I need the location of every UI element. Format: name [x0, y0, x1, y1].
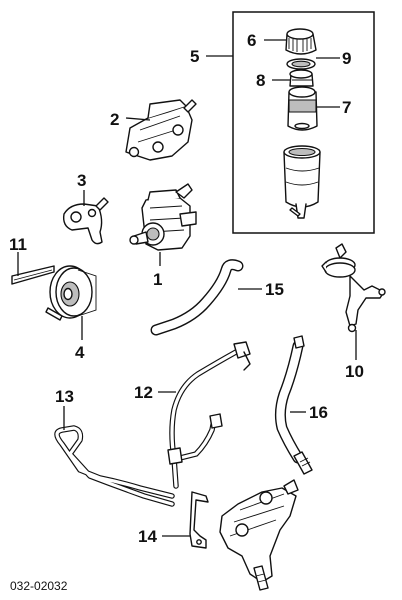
- return-hose: [274, 335, 313, 475]
- callout-9: 9: [342, 49, 351, 68]
- pump-bracket: [125, 99, 197, 161]
- callout-1: 1: [153, 270, 162, 289]
- pump-mount-plate: [62, 197, 109, 245]
- pump-pulley: [45, 265, 97, 321]
- drive-belt: [11, 265, 55, 285]
- steering-gear: [219, 479, 299, 591]
- callout-13: 13: [55, 387, 74, 406]
- pipe-clamp: [189, 491, 209, 549]
- reservoir-oring: [286, 58, 316, 70]
- reservoir-strainer: [289, 69, 314, 87]
- reservoir-cap: [285, 28, 317, 55]
- callout-10: 10: [345, 362, 364, 381]
- callout-8: 8: [256, 71, 265, 90]
- pressure-hose: [167, 341, 251, 489]
- suction-hose: [150, 259, 244, 336]
- reservoir-bracket: [321, 243, 386, 333]
- diagram-id: 032-02032: [10, 579, 68, 593]
- callout-15: 15: [265, 280, 284, 299]
- callout-3: 3: [77, 171, 86, 190]
- callout-12: 12: [134, 383, 153, 402]
- callout-6: 6: [247, 31, 256, 50]
- callout-14: 14: [138, 527, 157, 546]
- reservoir-filter: [287, 86, 318, 131]
- return-pipe: [54, 425, 175, 507]
- callout-5: 5: [190, 47, 199, 66]
- power-steering-pump: [129, 183, 197, 251]
- callout-11: 11: [9, 235, 27, 254]
- reservoir-tank: [283, 145, 321, 219]
- leader-lines: [17, 39, 357, 537]
- callout-labels: 1 2 3 4 5 6 7 8 9 10 11 12 13 14 15 16: [9, 31, 364, 546]
- callout-4: 4: [75, 343, 85, 362]
- callout-2: 2: [110, 110, 119, 129]
- callout-16: 16: [309, 403, 328, 422]
- callout-7: 7: [342, 98, 351, 117]
